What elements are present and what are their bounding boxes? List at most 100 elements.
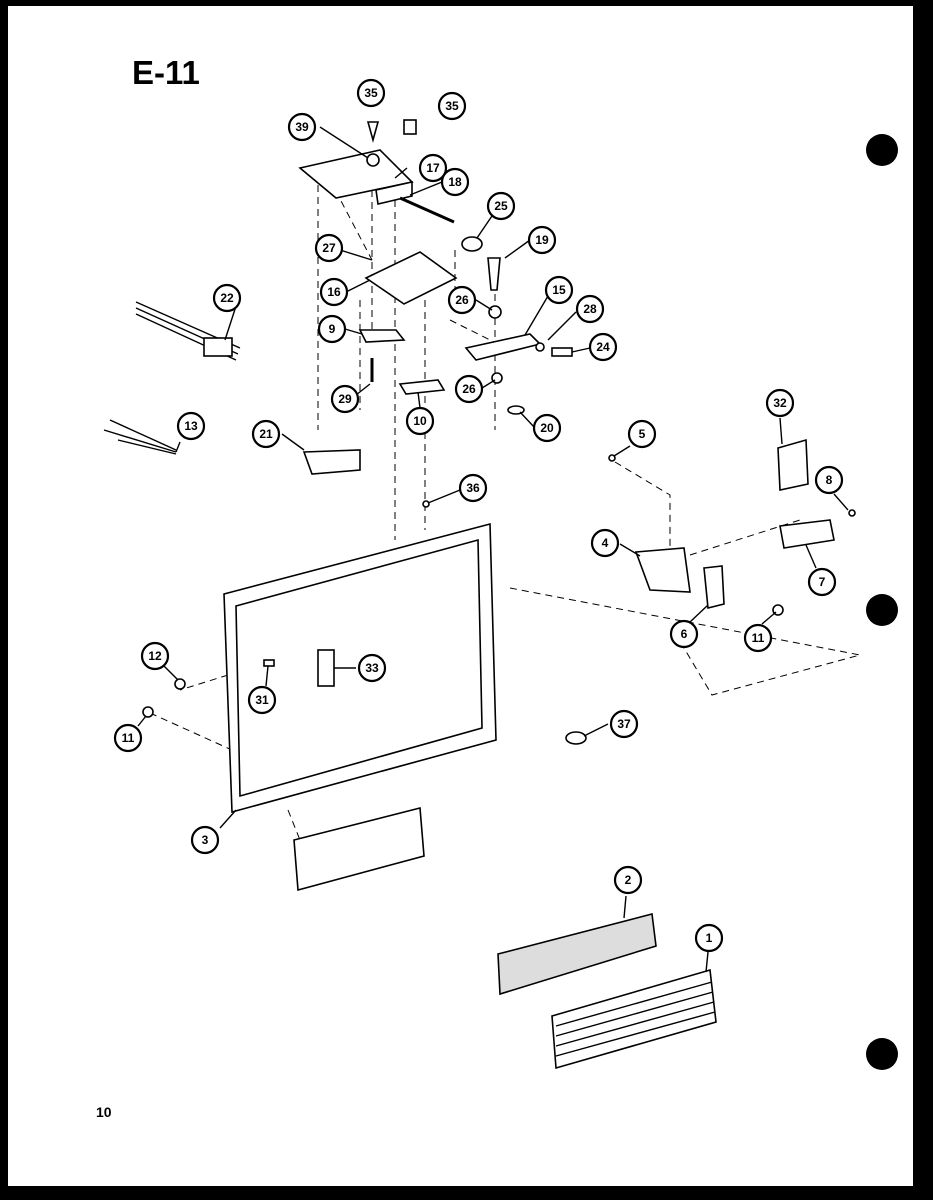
bolt-18	[399, 196, 455, 224]
clip-10	[398, 379, 446, 395]
svg-text:39: 39	[295, 120, 309, 134]
callout-11-left: 11	[113, 723, 143, 753]
callout-26b: 26	[454, 374, 484, 404]
callout-21: 21	[251, 419, 281, 449]
callout-39: 39	[287, 112, 317, 142]
callout-28: 28	[575, 294, 605, 324]
clip-9	[358, 329, 406, 343]
page-number: 10	[96, 1104, 112, 1120]
callout-9: 9	[317, 314, 347, 344]
screw-5	[608, 454, 616, 462]
svg-text:19: 19	[535, 233, 549, 247]
callout-1: 1	[694, 923, 724, 953]
svg-text:35: 35	[445, 99, 459, 113]
svg-text:33: 33	[365, 661, 379, 675]
svg-text:7: 7	[819, 575, 826, 589]
callout-35b: 35	[437, 91, 467, 121]
binder-hole-bottom	[866, 1038, 898, 1070]
svg-text:11: 11	[752, 631, 765, 645]
callout-24: 24	[588, 332, 618, 362]
screw-35-right	[403, 119, 417, 135]
bracket-21	[302, 449, 361, 475]
callout-35a: 35	[356, 78, 386, 108]
svg-text:3: 3	[202, 833, 209, 847]
svg-text:29: 29	[338, 392, 352, 406]
plug-12	[174, 678, 186, 690]
callout-6: 6	[669, 619, 699, 649]
callout-12: 12	[140, 641, 170, 671]
callout-19: 19	[527, 225, 557, 255]
screw-24	[551, 347, 573, 357]
svg-text:27: 27	[322, 241, 336, 255]
leader-lines	[137, 126, 849, 973]
hinge-arm-15	[464, 333, 542, 361]
svg-text:24: 24	[596, 340, 610, 354]
svg-text:8: 8	[826, 473, 833, 487]
callout-7: 7	[807, 567, 837, 597]
binder-hole-middle	[866, 594, 898, 626]
callout-29: 29	[330, 384, 360, 414]
svg-text:16: 16	[327, 285, 341, 299]
bracket-33	[317, 649, 335, 687]
callout-36: 36	[458, 473, 488, 503]
callout-32: 32	[765, 388, 795, 418]
svg-text:25: 25	[494, 199, 508, 213]
callout-20: 20	[532, 413, 562, 443]
hinge-6	[703, 565, 725, 610]
svg-text:26: 26	[455, 293, 469, 307]
hinge-plate-17	[298, 149, 414, 205]
harness-22	[135, 301, 241, 361]
callout-10: 10	[405, 406, 435, 436]
svg-text:32: 32	[773, 396, 787, 410]
svg-text:15: 15	[552, 283, 566, 297]
washer-26-upper	[488, 305, 502, 319]
svg-text:35: 35	[364, 86, 378, 100]
svg-text:10: 10	[413, 414, 427, 428]
svg-text:11: 11	[122, 731, 135, 745]
bracket-plate-16	[364, 251, 458, 305]
callout-11-right: 11	[743, 623, 773, 653]
screw-36	[422, 500, 430, 508]
nut-11-left	[142, 706, 154, 718]
callout-3: 3	[190, 825, 220, 855]
svg-text:4: 4	[602, 536, 609, 550]
callout-26a: 26	[447, 285, 477, 315]
diagram-title: E-11	[132, 54, 200, 91]
callout-31: 31	[247, 685, 277, 715]
callout-5: 5	[627, 419, 657, 449]
filter-2	[497, 912, 657, 996]
wire-13	[103, 419, 177, 455]
callout-18: 18	[440, 167, 470, 197]
svg-text:28: 28	[583, 302, 597, 316]
pin-19	[487, 257, 501, 291]
callout-4: 4	[590, 528, 620, 558]
svg-text:5: 5	[639, 427, 646, 441]
callout-33: 33	[357, 653, 387, 683]
svg-text:6: 6	[681, 627, 688, 641]
callout-13: 13	[176, 411, 206, 441]
svg-text:18: 18	[448, 175, 462, 189]
callout-16: 16	[319, 277, 349, 307]
callout-8: 8	[814, 465, 844, 495]
svg-text:37: 37	[617, 717, 631, 731]
binder-hole-top	[866, 134, 898, 166]
callout-27: 27	[314, 233, 344, 263]
svg-text:17: 17	[426, 161, 440, 175]
grille-1	[551, 968, 717, 1070]
svg-text:36: 36	[466, 481, 480, 495]
callout-37: 37	[609, 709, 639, 739]
svg-text:21: 21	[259, 427, 273, 441]
svg-text:1: 1	[706, 931, 713, 945]
svg-text:31: 31	[255, 693, 269, 707]
callout-25: 25	[486, 191, 516, 221]
ring-37	[565, 731, 587, 745]
callout-22: 22	[212, 283, 242, 313]
callout-17: 17	[418, 153, 448, 183]
clip-31	[263, 659, 275, 667]
svg-text:26: 26	[462, 382, 476, 396]
screw-35-left	[366, 121, 380, 167]
svg-text:20: 20	[540, 421, 554, 435]
hinge-7	[779, 519, 835, 549]
svg-text:2: 2	[625, 873, 632, 887]
